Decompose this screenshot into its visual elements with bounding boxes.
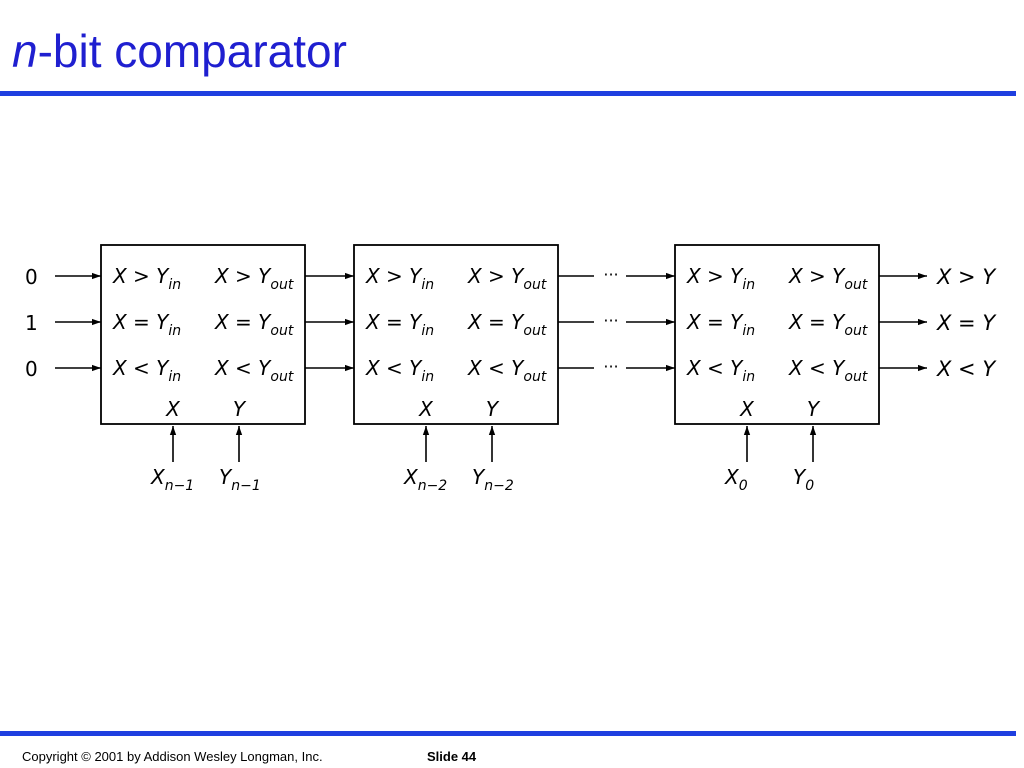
slide-title: n-bit comparator	[12, 28, 347, 74]
block-1-input-gt: X > Yin	[365, 264, 434, 293]
gap-ellipsis-0: ···	[603, 265, 618, 284]
block-1-output-lt: X < Yout	[467, 356, 547, 385]
block-0-input-eq: X = Yin	[112, 310, 181, 339]
block-1-y-input-label: Yn−2	[472, 465, 514, 494]
block-2-input-eq: X = Yin	[686, 310, 755, 339]
final-output-0: X > Y	[936, 265, 997, 289]
block-1-output-gt: X > Yout	[467, 264, 547, 293]
block-0-input-lt: X < Yin	[112, 356, 181, 385]
initial-input-2: 0	[25, 357, 38, 381]
block-2-input-gt: X > Yin	[686, 264, 755, 293]
comparator-block-2	[674, 244, 880, 425]
block-1-port-y: Y	[486, 397, 500, 421]
block-0-port-y: Y	[233, 397, 247, 421]
block-0-y-input-label: Yn−1	[219, 465, 261, 494]
block-2-port-y: Y	[807, 397, 821, 421]
copyright-text: Copyright © 2001 by Addison Wesley Longm…	[22, 749, 323, 764]
block-2-output-gt: X > Yout	[788, 264, 868, 293]
initial-input-1: 1	[25, 311, 38, 335]
block-0-input-gt: X > Yin	[112, 264, 181, 293]
block-2-output-lt: X < Yout	[788, 356, 868, 385]
block-0-port-x: X	[165, 397, 181, 421]
block-0-x-input-label: Xn−1	[150, 465, 194, 494]
gap-ellipsis-2: ···	[603, 357, 618, 376]
block-1-output-eq: X = Yout	[467, 310, 547, 339]
block-0-output-eq: X = Yout	[214, 310, 294, 339]
block-2-port-x: X	[739, 397, 755, 421]
block-0-output-gt: X > Yout	[214, 264, 294, 293]
block-1-input-lt: X < Yin	[365, 356, 434, 385]
slide-title-italic: n	[12, 25, 38, 77]
title-divider	[0, 91, 1016, 96]
gap-ellipsis-1: ···	[603, 311, 618, 330]
final-output-1: X = Y	[936, 311, 997, 335]
slide-title-rest: -bit comparator	[37, 25, 347, 77]
comparator-block-0	[100, 244, 306, 425]
block-2-y-input-label: Y0	[793, 465, 814, 494]
block-1-x-input-label: Xn−2	[403, 465, 447, 494]
block-2-input-lt: X < Yin	[686, 356, 755, 385]
block-0-output-lt: X < Yout	[214, 356, 294, 385]
block-2-output-eq: X = Yout	[788, 310, 868, 339]
initial-input-0: 0	[25, 265, 38, 289]
block-2-x-input-label: X0	[724, 465, 748, 494]
footer-divider	[0, 731, 1016, 736]
block-1-input-eq: X = Yin	[365, 310, 434, 339]
slide-number: Slide 44	[427, 749, 477, 764]
block-1-port-x: X	[418, 397, 434, 421]
final-output-2: X < Y	[936, 357, 997, 381]
comparator-block-1	[353, 244, 559, 425]
